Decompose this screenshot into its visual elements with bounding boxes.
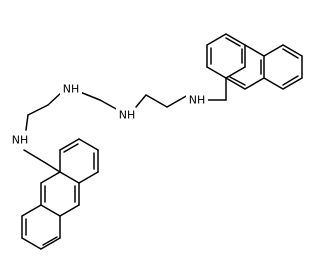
nh-atom-upper: NH — [186, 93, 208, 108]
bond — [40, 171, 61, 184]
atom-label-n4: NH — [12, 134, 29, 147]
bond — [225, 66, 246, 79]
bond — [63, 143, 79, 153]
bond — [21, 204, 42, 217]
bond — [206, 66, 227, 79]
bond — [40, 204, 61, 217]
bond — [21, 237, 42, 250]
bonds — [21, 33, 303, 250]
bond — [244, 77, 265, 90]
atom-label-n3: NH — [63, 83, 80, 96]
bond — [27, 104, 49, 116]
bond — [99, 99, 119, 111]
atom-label-n1: NH — [189, 94, 206, 107]
bond — [59, 171, 80, 184]
bond — [47, 91, 63, 106]
atom-labels: NH NH NH NH — [9, 82, 208, 148]
atom-label-n2: NH — [119, 109, 136, 122]
bond — [263, 44, 284, 57]
bond — [43, 161, 61, 173]
bond — [42, 236, 58, 246]
bond — [78, 171, 99, 184]
nh-atom-lower: NH — [9, 133, 31, 148]
bond — [229, 76, 246, 86]
bond — [59, 138, 80, 151]
bond — [263, 77, 284, 90]
bond — [282, 75, 299, 86]
bond — [282, 48, 299, 59]
bond — [244, 44, 265, 57]
bond — [40, 237, 61, 250]
bond — [59, 204, 80, 217]
molecule-drawing: NH NH NH NH — [9, 33, 303, 250]
bond — [282, 77, 303, 90]
bond — [145, 94, 168, 108]
bond — [225, 33, 246, 46]
bond — [78, 138, 99, 151]
nh-atom-left: NH — [60, 82, 82, 97]
bond — [25, 114, 29, 131]
bond — [166, 94, 189, 108]
bond — [225, 77, 246, 90]
bond — [206, 33, 227, 46]
bond — [225, 37, 241, 47]
bond — [135, 94, 147, 108]
bond — [23, 149, 45, 163]
nh-atom-middle: NH — [116, 108, 138, 123]
bond — [282, 44, 303, 57]
structure-canvas: NH NH NH NH — [9, 33, 303, 250]
bond — [79, 91, 101, 101]
